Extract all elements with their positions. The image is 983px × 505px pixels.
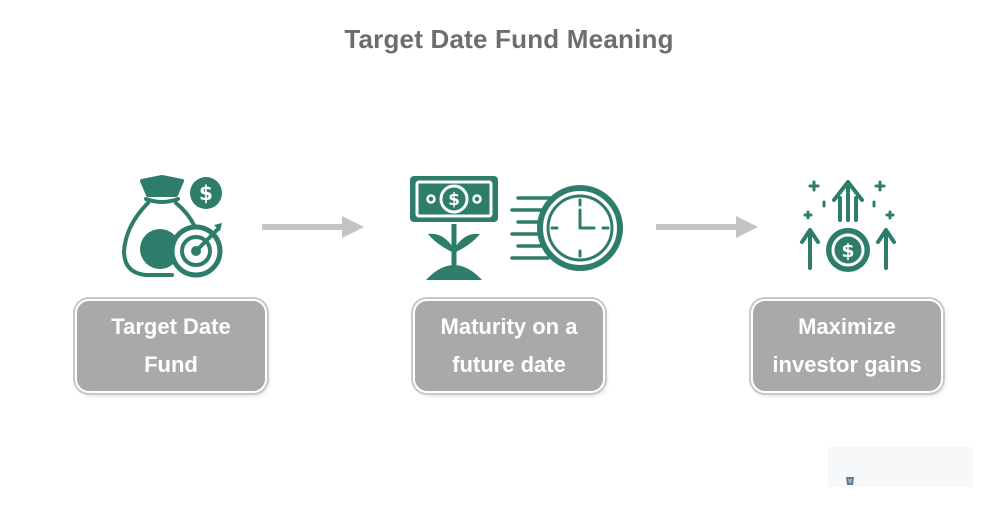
flow-arrow [656, 216, 758, 238]
money-plant-clock-icon: $ [410, 176, 623, 280]
svg-text:$: $ [199, 181, 213, 205]
logo-icon [846, 477, 854, 485]
flow-arrow [262, 216, 364, 238]
step-label-line1: Target Date [111, 314, 231, 339]
step-label-line2: investor gains [772, 352, 922, 377]
coin-growth-arrows-icon: $ [800, 180, 896, 272]
step-label-line1: Maximize [798, 314, 896, 339]
step-label-line1: Maturity on a [440, 314, 578, 339]
step-box-target-date-fund: Target Date Fund [77, 301, 265, 391]
watermark-area [828, 447, 973, 487]
step-label-line2: Fund [144, 352, 198, 377]
diagram-title: Target Date Fund Meaning [344, 24, 674, 54]
step-box-maturity: Maturity on a future date [415, 301, 603, 391]
svg-text:$: $ [448, 190, 460, 210]
step-box-maximize-gains: Maximize investor gains [753, 301, 941, 391]
step-label-line2: future date [452, 352, 566, 377]
svg-text:$: $ [841, 240, 854, 262]
money-bag-target-icon: $ [122, 175, 223, 278]
